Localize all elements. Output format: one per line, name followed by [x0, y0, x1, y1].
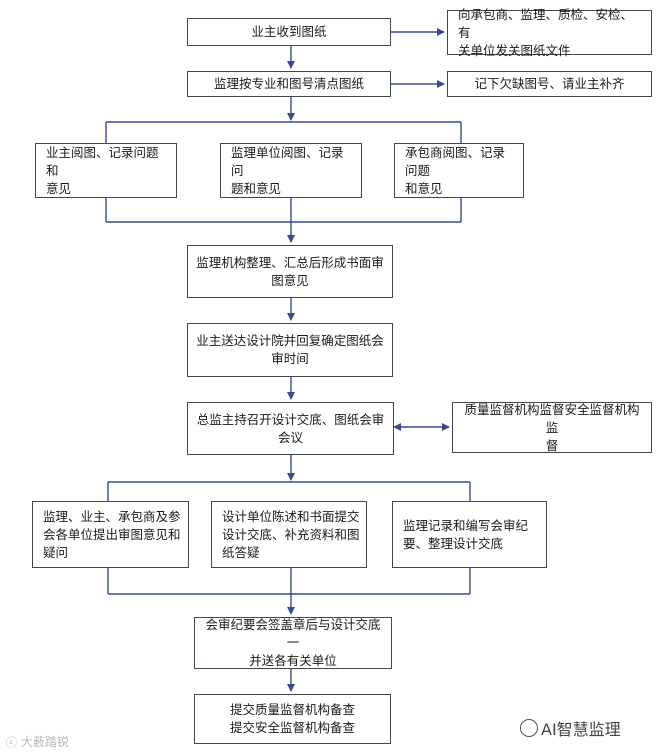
node-compile-review-opinions: 监理机构整理、汇总后形成书面审 图意见	[187, 245, 393, 298]
node-owner-receives-drawings: 业主收到图纸	[187, 18, 391, 46]
node-send-to-design-institute: 业主送达设计院并回复确定图纸会 审时间	[187, 323, 393, 377]
node-supervisor-reviews: 监理单位阅图、记录问 题和意见	[220, 143, 362, 198]
wechat-icon	[520, 719, 538, 737]
node-distribute-drawings: 向承包商、监理、质检、安检、有 关单位发关图纸文件	[447, 7, 652, 58]
node-contractor-reviews: 承包商阅图、记录问题 和意见	[394, 143, 524, 198]
node-design-disclosure-meeting: 总监主持召开设计交底、图纸会审 会议	[187, 402, 394, 455]
node-design-unit-presents: 设计单位陈述和书面提交 设计交底、补充资料和图 纸答疑	[211, 501, 367, 568]
brand-label: AI智慧监理	[520, 716, 621, 740]
node-supervisor-checks-drawings: 监理按专业和图号清点图纸	[187, 71, 391, 97]
node-submit-for-record: 提交质量监督机构备查 提交安全监督机构备查	[194, 694, 391, 744]
watermark-logo-icon: ⓒ	[6, 736, 17, 749]
watermark-left: ⓒ 大薮踏锐	[6, 735, 69, 749]
node-record-missing-drawings: 记下欠缺图号、请业主补齐	[447, 71, 652, 97]
node-owner-reviews: 业主阅图、记录问题和 意见	[35, 143, 177, 198]
node-minutes-signed-sent: 会审纪要会签盖章后与设计交底一 并送各有关单位	[194, 617, 392, 669]
node-supervisor-records-minutes: 监理记录和编写会审纪 要、整理设计交底	[392, 501, 547, 568]
node-parties-raise-opinions: 监理、业主、承包商及参 会各单位提出审图意见和 疑问	[32, 501, 189, 568]
node-supervision-agencies: 质量监督机构监督安全监督机构监 督	[452, 402, 652, 453]
